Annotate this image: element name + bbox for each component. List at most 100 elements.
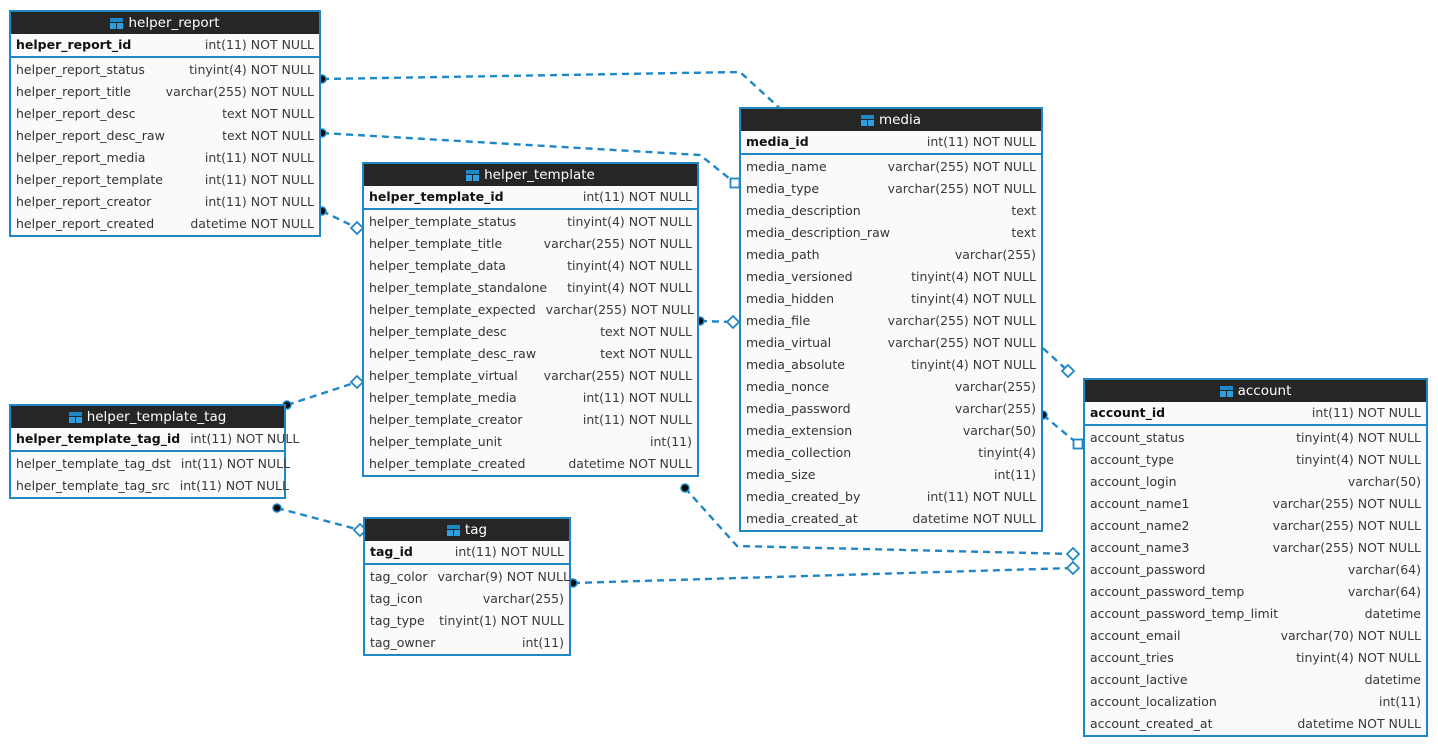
column-type: tinyint(4) NOT NULL (189, 62, 314, 77)
column-type: tinyint(4) NOT NULL (1296, 430, 1421, 445)
entity-header: helper_report (11, 12, 319, 34)
column-name: helper_template_creator (369, 412, 523, 427)
column-name: helper_report_id (16, 37, 132, 52)
column-name: tag_owner (370, 635, 436, 650)
column-type: int(11) NOT NULL (582, 390, 692, 405)
column-row: helper_template_tag_dst int(11) NOT NULL (11, 453, 290, 475)
column-name: helper_template_data (369, 258, 506, 273)
column-name: helper_template_tag_src (16, 478, 170, 493)
column-type: varchar(255) (954, 247, 1036, 262)
entity-header: tag (365, 519, 569, 541)
column-type: datetime NOT NULL (1297, 716, 1421, 731)
column-type: int(11) (1379, 694, 1421, 709)
column-type: text (1011, 203, 1036, 218)
column-name: helper_report_template (16, 172, 163, 187)
column-type: varchar(255) (954, 379, 1036, 394)
column-name: account_name1 (1090, 496, 1190, 511)
column-name: helper_report_media (16, 150, 146, 165)
column-type: int(11) NOT NULL (204, 37, 314, 52)
column-name: media_nonce (746, 379, 830, 394)
column-name: helper_template_status (369, 214, 517, 229)
column-name: account_lactive (1090, 672, 1188, 687)
column-type: datetime NOT NULL (568, 456, 692, 471)
column-row: tag_type tinyint(1) NOT NULL (365, 610, 569, 632)
table-icon (860, 114, 874, 126)
column-name: helper_report_created (16, 216, 155, 231)
column-name: account_name2 (1090, 518, 1190, 533)
entity-title: helper_report (128, 15, 220, 31)
column-type: varchar(255) NOT NULL (543, 236, 692, 251)
column-name: account_password_temp (1090, 584, 1245, 599)
column-type: int(11) NOT NULL (204, 172, 314, 187)
entity-header: helper_template (364, 164, 697, 186)
table-icon (1219, 385, 1233, 397)
column-type: int(11) NOT NULL (204, 194, 314, 209)
column-name: media_versioned (746, 269, 853, 284)
column-type: int(11) NOT NULL (179, 478, 289, 493)
column-name: account_login (1090, 474, 1177, 489)
column-name: helper_report_title (16, 84, 131, 99)
primary-key-section: tag_id int(11) NOT NULL (365, 541, 569, 565)
column-type: varchar(255) NOT NULL (543, 368, 692, 383)
column-name: helper_report_creator (16, 194, 152, 209)
primary-key-row: tag_id int(11) NOT NULL (365, 541, 569, 563)
column-name: media_collection (746, 445, 852, 460)
column-name: helper_template_expected (369, 302, 536, 317)
column-type: tinyint(4) NOT NULL (567, 214, 692, 229)
column-type: varchar(255) (482, 591, 564, 606)
column-type: text NOT NULL (222, 128, 314, 143)
column-name: media_extension (746, 423, 853, 438)
column-name: tag_type (370, 613, 425, 628)
column-type: varchar(255) NOT NULL (545, 302, 694, 317)
column-type: varchar(255) NOT NULL (165, 84, 314, 99)
column-type: datetime NOT NULL (190, 216, 314, 231)
entity-table-helper_report[interactable]: helper_report helper_report_id int(11) NOT… (9, 10, 321, 237)
column-type: datetime NOT NULL (912, 511, 1036, 526)
column-type: datetime (1364, 672, 1421, 687)
column-type: int(11) NOT NULL (1311, 405, 1421, 420)
column-type: int(11) NOT NULL (180, 456, 291, 471)
column-type: varchar(255) NOT NULL (887, 159, 1036, 174)
column-type: tinyint(1) NOT NULL (439, 613, 564, 628)
column-name: helper_template_created (369, 456, 526, 471)
column-name: helper_template_tag_dst (16, 456, 171, 471)
column-name: tag_id (370, 544, 413, 559)
entity-title: helper_template_tag (86, 409, 227, 425)
relationship-helper_template_tag_top-to-helper_template_virtual (282, 374, 365, 410)
column-type: int(11) NOT NULL (454, 544, 564, 559)
